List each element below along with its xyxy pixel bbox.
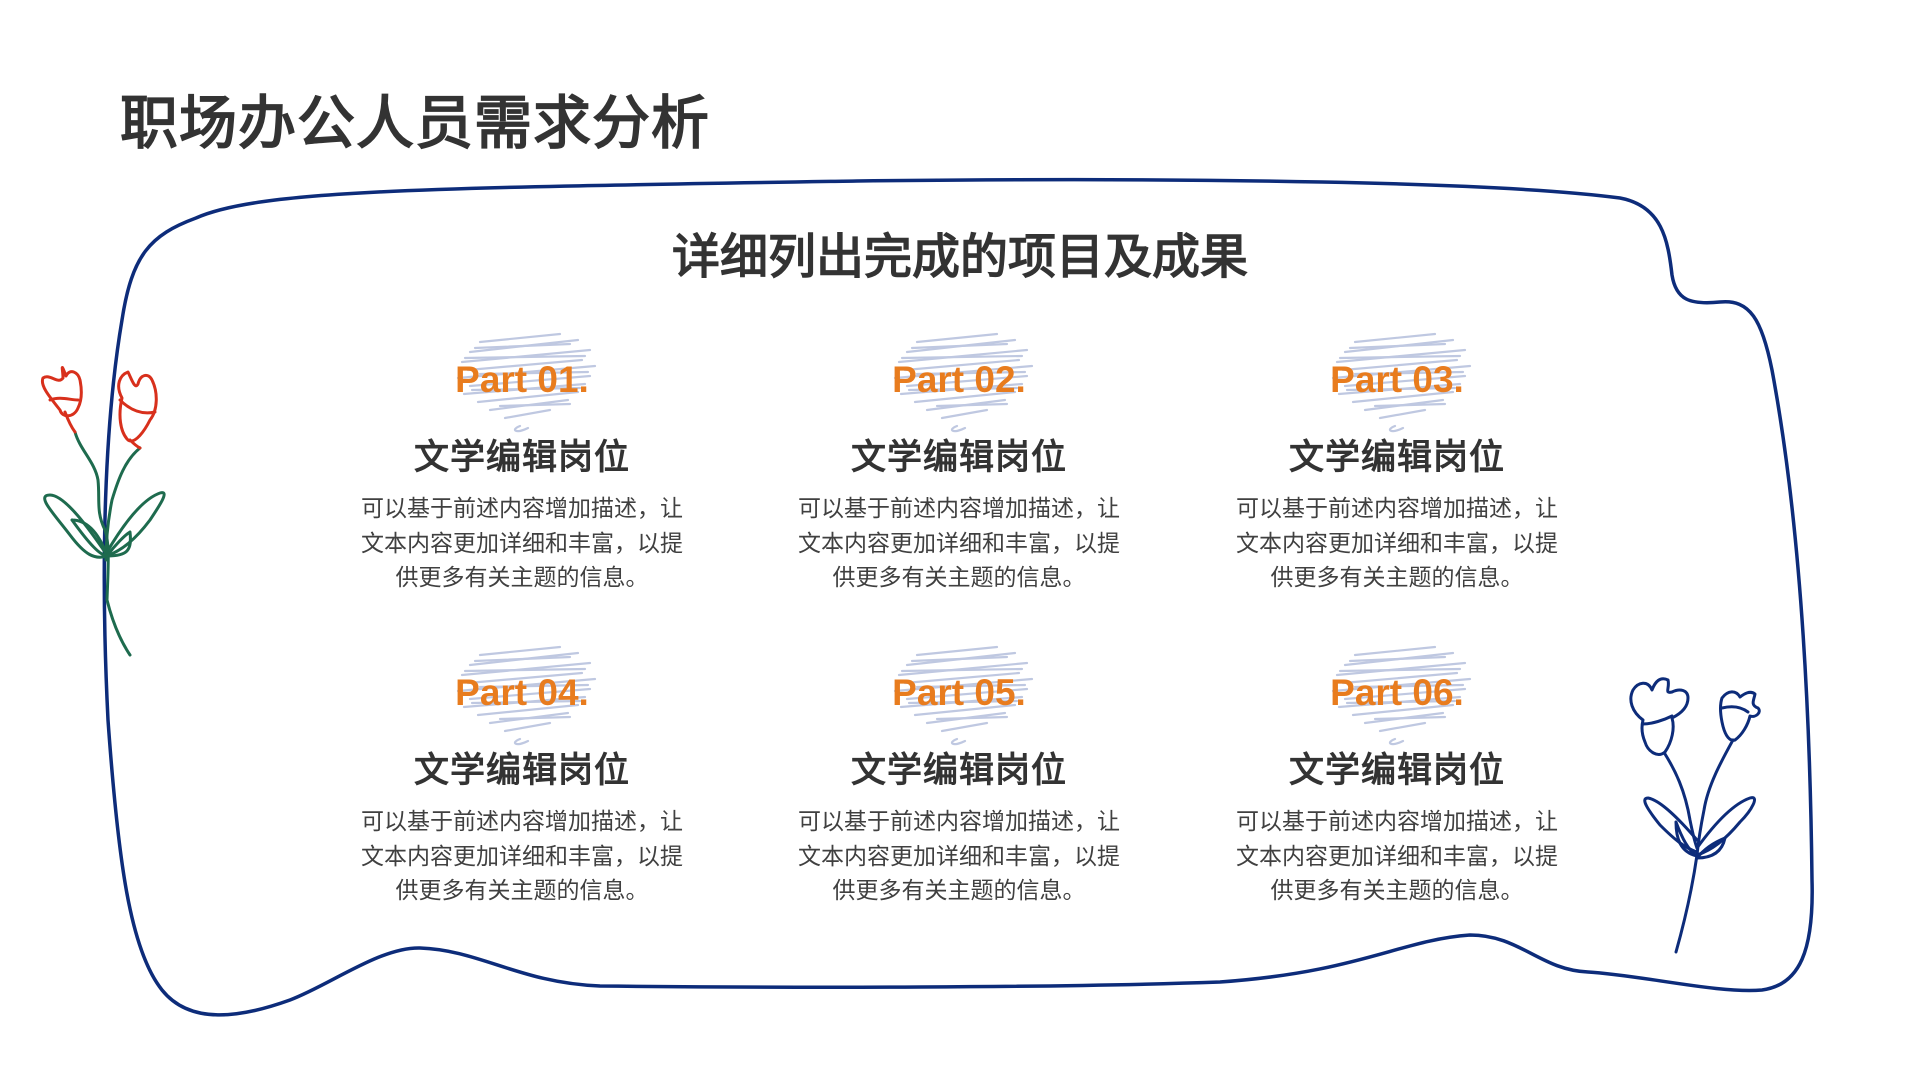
card-part-06: Part 06. 文学编辑岗位 可以基于前述内容增加描述，让 文本内容更加详细和… [1207,645,1587,909]
part-label: Part 06. [1330,672,1464,713]
description: 可以基于前述内容增加描述，让 文本内容更加详细和丰富，以提 供更多有关主题的信息… [1225,492,1569,596]
card-part-02: Part 02. 文学编辑岗位 可以基于前述内容增加描述，让 文本内容更加详细和… [769,332,1149,596]
right-flower-icon [1629,677,1761,954]
description-line: 可以基于前述内容增加描述，让 [1236,809,1558,835]
card-part-03: Part 03. 文学编辑岗位 可以基于前述内容增加描述，让 文本内容更加详细和… [1207,332,1587,596]
description-line: 可以基于前述内容增加描述，让 [798,809,1120,835]
role-title: 文学编辑岗位 [850,751,1067,791]
card-part-04: Part 04. 文学编辑岗位 可以基于前述内容增加描述，让 文本内容更加详细和… [332,645,712,909]
scribble-icon [893,332,1034,433]
card-part-01: Part 01. 文学编辑岗位 可以基于前述内容增加描述，让 文本内容更加详细和… [332,332,712,596]
part-label: Part 03. [1330,359,1464,400]
description-line: 供更多有关主题的信息。 [395,878,649,904]
description: 可以基于前述内容增加描述，让 文本内容更加详细和丰富，以提 供更多有关主题的信息… [1225,805,1569,909]
description-line: 文本内容更加详细和丰富，以提 [798,843,1120,870]
part-label: Part 05. [892,672,1026,713]
card-part-05: Part 05. 文学编辑岗位 可以基于前述内容增加描述，让 文本内容更加详细和… [769,645,1149,909]
part-label: Part 04. [455,672,589,713]
section-subtitle: 详细列出完成的项目及成果 [671,229,1248,285]
description-line: 文本内容更加详细和丰富，以提 [1236,843,1558,870]
description-line: 供更多有关主题的信息。 [395,565,649,591]
part-label: Part 02. [892,359,1026,400]
scribble-icon [456,645,597,746]
scribble-icon [1331,332,1472,433]
role-title: 文学编辑岗位 [413,751,630,791]
part-label: Part 01. [455,359,589,400]
description-line: 文本内容更加详细和丰富，以提 [361,530,683,557]
description: 可以基于前述内容增加描述，让 文本内容更加详细和丰富，以提 供更多有关主题的信息… [787,492,1131,596]
description: 可以基于前述内容增加描述，让 文本内容更加详细和丰富，以提 供更多有关主题的信息… [350,805,694,909]
description-line: 供更多有关主题的信息。 [1270,878,1524,904]
description: 可以基于前述内容增加描述，让 文本内容更加详细和丰富，以提 供更多有关主题的信息… [787,805,1131,909]
description-line: 可以基于前述内容增加描述，让 [361,809,683,835]
scribble-icon [456,332,597,433]
description-line: 供更多有关主题的信息。 [832,565,1086,591]
description-line: 供更多有关主题的信息。 [832,878,1086,904]
description: 可以基于前述内容增加描述，让 文本内容更加详细和丰富，以提 供更多有关主题的信息… [350,492,694,596]
role-title: 文学编辑岗位 [850,438,1067,478]
scribble-icon [1331,645,1472,746]
description-line: 文本内容更加详细和丰富，以提 [798,530,1120,557]
role-title: 文学编辑岗位 [1288,438,1505,478]
left-flower-icon [40,365,166,657]
description-line: 可以基于前述内容增加描述，让 [798,496,1120,522]
role-title: 文学编辑岗位 [413,438,630,478]
description-line: 供更多有关主题的信息。 [1270,565,1524,591]
page-title: 职场办公人员需求分析 [120,89,711,157]
description-line: 可以基于前述内容增加描述，让 [1236,496,1558,522]
description-line: 文本内容更加详细和丰富，以提 [1236,530,1558,557]
role-title: 文学编辑岗位 [1288,751,1505,791]
description-line: 可以基于前述内容增加描述，让 [361,496,683,522]
description-line: 文本内容更加详细和丰富，以提 [361,843,683,870]
scribble-icon [893,645,1034,746]
